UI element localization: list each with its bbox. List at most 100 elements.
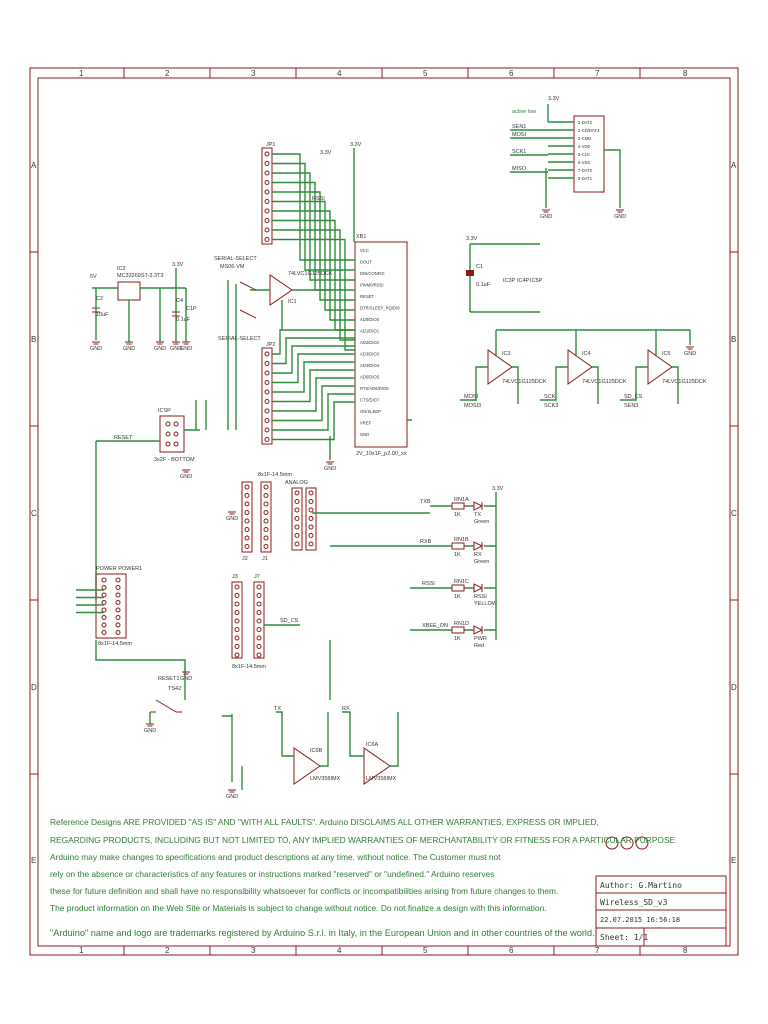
ic6a-opamp: IC6A LMV358IMX RX [342, 706, 399, 785]
gnd-label: GND [144, 728, 156, 734]
gnd-label: GND [90, 346, 102, 352]
xb1-value: 2V_10x1F_p2.00_xx [356, 451, 407, 457]
led-color: Green [474, 519, 489, 525]
xb1-pin-label: AD5/DIO5 [360, 375, 380, 380]
xb1-pin-label: AD0/DIO0 [360, 317, 380, 322]
jp1-header: JP1 [261, 142, 275, 245]
ic6b-opamp: IC6B LMV358IMX TX [274, 706, 341, 785]
inner-frame [37, 77, 731, 947]
grid-row-right: C [731, 509, 737, 518]
grid-col-bottom: 2 [165, 946, 170, 955]
gnd-symbol [156, 341, 164, 345]
buffer-net-out: SCK3 [544, 403, 558, 409]
sd-net-label: SCK1 [512, 149, 526, 155]
gnd-symbol [228, 511, 236, 515]
ic6b-label: IC6B [310, 748, 323, 754]
grid-col-top: 3 [251, 69, 256, 78]
led-resistor-label: RN1B [454, 537, 469, 543]
ic2-value: MC33269ST-3.3T3 [117, 273, 163, 279]
led-name: PWR [474, 636, 487, 642]
grid-col-top: 5 [423, 69, 428, 78]
grid-col-bottom: 3 [251, 946, 256, 955]
misc-wires [222, 512, 430, 790]
gnd-symbol [182, 469, 190, 473]
grid-row-left: E [31, 856, 36, 865]
c4-value: 0.1uF [176, 317, 191, 323]
title-file: Wireless_SD_v3 [600, 898, 668, 907]
note-line-2: REGARDING PRODUCTS, INCLUDING BUT NOT LI… [50, 835, 676, 845]
note-line-6: The product information on the Web Site … [50, 903, 547, 913]
note-line-7: "Arduino" name and logo are trademarks r… [50, 928, 595, 938]
j-value: 8x1F-14.5mm [258, 472, 292, 478]
sd-pin-label: 4-VDD [578, 144, 591, 149]
j1-j2-headers: J2 J1 8x1F-14.5mm ANALOG GND [226, 472, 317, 562]
icsp-label: ICSP [158, 408, 171, 414]
ic2-regulator: IC2 MC33269ST-3.3T3 3.3V 5V [90, 262, 187, 342]
ic6a-label: IC6A [366, 742, 379, 748]
grid-col-bottom: 6 [509, 946, 514, 955]
ic6a-value: LMV358IMX [366, 776, 397, 782]
buffer-label: IC4 [582, 351, 591, 357]
buffer-value: 74LVC1G125DCK [502, 379, 547, 385]
j3-j7-headers: J3 J7 8x1F-14.5mm SD_CS [231, 574, 300, 670]
j2-label: J2 [242, 556, 248, 562]
xb1-pin-label: RESET [360, 294, 374, 299]
gnd-symbol [228, 789, 236, 793]
reset-switch: RESET1 TS42 [95, 640, 186, 724]
grid-row-right: E [731, 856, 736, 865]
note-line-3: Arduino may make changes to specificatio… [50, 852, 501, 862]
title-author: Author: G.Martino [600, 881, 682, 890]
grid-col-bottom: 7 [595, 946, 600, 955]
ic3p-label: IC3P [503, 278, 516, 284]
buffer-label: IC3 [502, 351, 511, 357]
sd-cs-label: SD_CS [280, 618, 299, 624]
title-block: Author: G.Martino Wireless_SD_v3 22.07.2… [595, 875, 727, 947]
xb1-pin-label: AD2/DIO2 [360, 340, 380, 345]
note-line-5: these for future definition and shall ha… [50, 886, 558, 896]
gnd-symbol [686, 346, 694, 350]
gnd-label: GND [154, 346, 166, 352]
xb1-module: XB1 VCCDOUTDIN/CONFIGPWM0/RSSIRESETDTR/S… [354, 234, 408, 457]
ic1-buffer: 74LVC1G125DCK IC1 [250, 271, 333, 330]
gnd-label: GND [226, 794, 238, 800]
xb1-pin-label: DIN/CONFIG [360, 271, 385, 276]
note-line-4: rely on the absence or characteristics o… [50, 869, 494, 879]
led-resistor-value: 1K [454, 512, 461, 518]
buffer-value: 74LVC1G125DCK [662, 379, 707, 385]
disclaimer-notes: Reference Designs ARE PROVIDED "AS IS" A… [50, 817, 676, 938]
buffer-net-in: MOSI [464, 394, 479, 400]
bus-wires: GND [272, 153, 412, 472]
gnd-symbol [172, 341, 180, 345]
sd-pin-label: 1-DAT2 [578, 120, 593, 125]
xb1-pin-label: RTS/AD6/DIO6 [360, 386, 389, 391]
grid-col-bottom: 8 [683, 946, 688, 955]
buffer-net-in: SD_CS [624, 394, 643, 400]
led-name: RSSI [474, 594, 487, 600]
serial-select-switch [227, 280, 257, 430]
gnd-label: GND [123, 346, 135, 352]
c1-value: 0.1uF [476, 282, 491, 288]
note-line-1: Reference Designs ARE PROVIDED "AS IS" A… [50, 817, 599, 827]
led-resistor-label: RN1C [454, 579, 469, 585]
led-net-label: RXB [420, 539, 432, 545]
jp1-supply-label: 3.3V [320, 150, 332, 156]
sd-supply: 3.3V [548, 96, 560, 102]
led-name: TX [474, 512, 481, 518]
c1-bypass: 3.3V C1 0.1uF IC3P IC4P IC5P [466, 236, 543, 313]
analog-label: ANALOG [285, 480, 308, 486]
xb1-pin-label: DOUT [360, 260, 372, 265]
c2-value: 10uF [96, 312, 109, 318]
title-sheet: Sheet: 1/1 [600, 933, 648, 942]
c1-supply: 3.3V [466, 236, 478, 242]
gnd-symbol [326, 461, 334, 465]
reset-net-label: RESET [114, 435, 133, 441]
j3-value: 8x1F-14.5mm [232, 664, 266, 670]
j1-label: J1 [262, 556, 268, 562]
jp2-label: JP2 [266, 342, 275, 348]
power-label: POWER POWER1 [96, 566, 142, 572]
grid-row-right: A [731, 161, 737, 170]
led-resistor-value: 1K [454, 636, 461, 642]
